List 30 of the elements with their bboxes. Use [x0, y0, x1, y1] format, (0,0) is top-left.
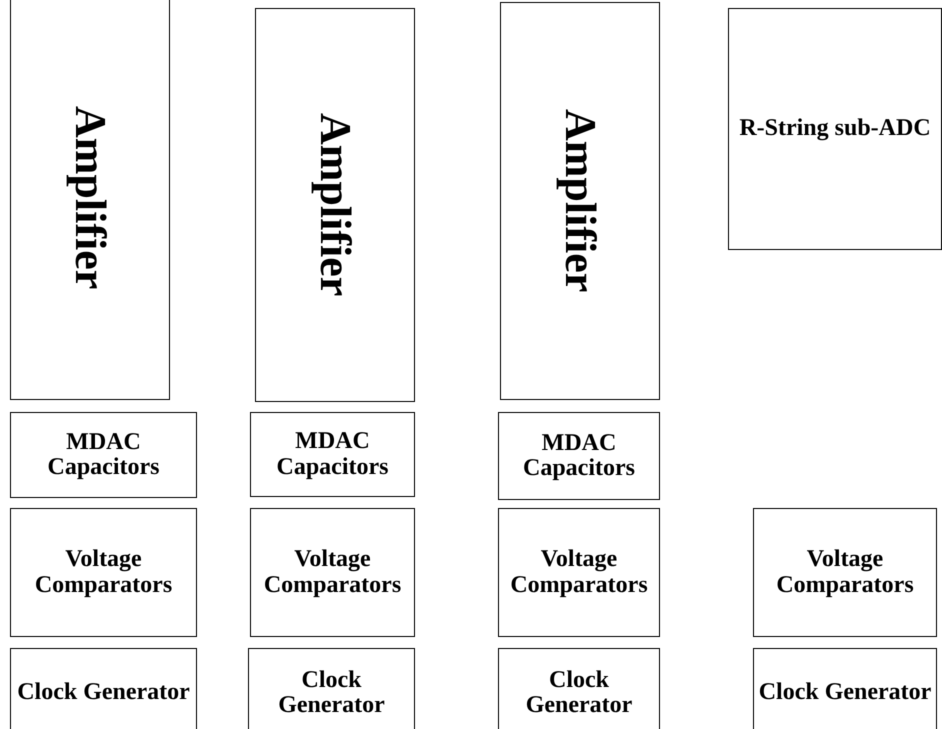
- circuit-block: [498, 648, 660, 729]
- block-label: MDAC Capacitors: [522, 430, 636, 482]
- block-label: Voltage Comparators: [775, 547, 915, 598]
- amplifier-block: [10, 0, 170, 400]
- block-label: R-String sub-ADC: [739, 116, 931, 142]
- block-label: Voltage Comparators: [262, 547, 402, 598]
- circuit-block: [753, 508, 937, 637]
- block-label: Clock Generator: [524, 668, 634, 718]
- block-label: Clock Generator: [758, 680, 932, 706]
- circuit-block: [498, 508, 660, 637]
- amplifier-block: [500, 2, 660, 400]
- block-label: Clock Generator: [277, 668, 386, 718]
- amplifier-block: [255, 8, 415, 402]
- block-label: Voltage Comparators: [34, 547, 174, 598]
- circuit-block: [753, 648, 937, 729]
- circuit-block: [248, 648, 415, 729]
- circuit-block: [728, 8, 942, 250]
- block-label: Clock Generator: [17, 680, 190, 706]
- block-label: Amplifier: [312, 113, 358, 297]
- circuit-block: [10, 648, 197, 729]
- circuit-block: [498, 412, 660, 500]
- block-label: Voltage Comparators: [509, 547, 649, 598]
- circuit-block: [10, 508, 197, 637]
- block-label: Amplifier: [66, 106, 114, 290]
- block-label: Amplifier: [556, 109, 604, 293]
- block-label: MDAC Capacitors: [46, 430, 160, 480]
- circuit-block: [250, 508, 415, 637]
- circuit-block: [10, 412, 197, 498]
- circuit-block: [250, 412, 415, 497]
- block-label: MDAC Capacitors: [276, 429, 390, 480]
